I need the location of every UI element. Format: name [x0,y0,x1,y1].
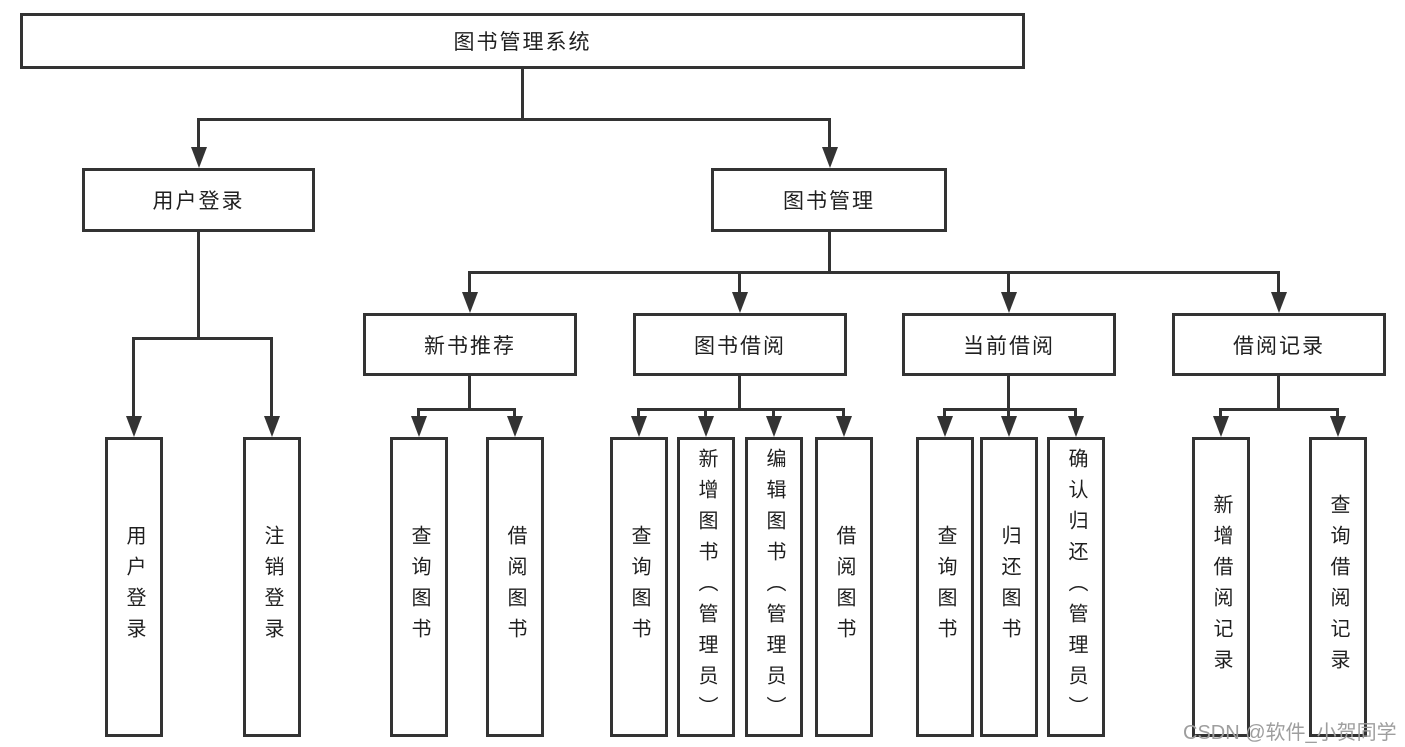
connector-line [197,118,831,121]
node-leaf-rec-query-books: 查询图书 [390,437,448,737]
node-new-book-recommendation: 新书推荐 [363,313,577,376]
node-leaf-bb-edit-books-admin: 编辑图书（管理员） [745,437,803,737]
node-label: 确认归还（管理员） [1065,447,1087,727]
connector-line [1336,408,1339,422]
connector-line [738,376,741,411]
connector-line [1007,408,1010,422]
connector-line [1074,408,1077,422]
connector-line [132,337,135,422]
node-label: 查询图书 [408,525,430,649]
node-label: 查询图书 [628,525,650,649]
connector-line [1277,376,1280,411]
connector-line [468,271,1280,274]
arrow-down-icon [1068,416,1084,437]
connector-line [1007,271,1010,301]
node-leaf-cb-return-books: 归还图书 [980,437,1038,737]
node-library-system: 图书管理系统 [20,13,1025,69]
arrow-down-icon [732,292,748,313]
connector-line [943,408,1077,411]
arrow-down-icon [822,147,838,168]
node-leaf-bb-add-books-admin: 新增图书（管理员） [677,437,735,737]
node-label: 当前借阅 [963,334,1055,358]
connector-line [417,408,516,411]
connector-line [468,376,471,411]
connector-line [828,118,831,153]
arrow-down-icon [698,416,714,437]
arrow-down-icon [1330,416,1346,437]
node-label: 新增图书（管理员） [695,447,717,727]
arrow-down-icon [1001,292,1017,313]
arrow-down-icon [766,416,782,437]
arrow-down-icon [264,416,280,437]
node-label: 借阅图书 [504,525,526,649]
arrow-down-icon [1213,416,1229,437]
node-leaf-br-query-record: 查询借阅记录 [1309,437,1367,737]
node-label: 归还图书 [998,525,1020,649]
arrow-down-icon [462,292,478,313]
node-label: 图书管理 [783,190,875,213]
connector-line [842,408,845,422]
node-label: 图书借阅 [694,334,786,358]
connector-line [197,232,200,340]
node-leaf-br-add-record: 新增借阅记录 [1192,437,1250,737]
node-label: 图书管理系统 [453,31,592,54]
connector-line [468,271,471,301]
connector-line [1277,271,1280,301]
arrow-down-icon [631,416,647,437]
csdn-watermark: CSDN @软件_小贺同学 [1183,722,1397,744]
arrow-down-icon [126,416,142,437]
node-leaf-bb-query-books: 查询图书 [610,437,668,737]
connector-line [772,408,775,422]
connector-line [513,408,516,422]
node-label: 编辑图书（管理员） [763,447,785,727]
node-label: 新书推荐 [424,334,516,358]
connector-line [704,408,707,422]
node-book-borrowing: 图书借阅 [633,313,847,376]
arrow-down-icon [836,416,852,437]
connector-line [1007,376,1010,411]
connector-line [270,337,273,422]
node-user-login: 用户登录 [82,168,315,232]
connector-line [521,69,524,118]
connector-line [637,408,845,411]
arrow-down-icon [507,416,523,437]
node-leaf-user-login: 用户登录 [105,437,163,737]
connector-line [828,232,831,274]
node-label: 注销登录 [261,525,283,649]
connector-line [637,408,640,422]
node-current-borrowing: 当前借阅 [902,313,1116,376]
arrow-down-icon [411,416,427,437]
node-label: 新增借阅记录 [1210,494,1232,680]
connector-line [1219,408,1339,411]
arrow-down-icon [191,147,207,168]
connector-line [943,408,946,422]
connector-line [197,118,200,153]
node-leaf-logout: 注销登录 [243,437,301,737]
connector-line [132,337,273,340]
node-leaf-rec-borrow-books: 借阅图书 [486,437,544,737]
node-leaf-cb-query-books: 查询图书 [916,437,974,737]
node-leaf-bb-borrow-books: 借阅图书 [815,437,873,737]
connector-line [738,271,741,301]
arrow-down-icon [1271,292,1287,313]
node-label: 借阅图书 [833,525,855,649]
node-borrowing-records: 借阅记录 [1172,313,1386,376]
node-label: 用户登录 [123,525,145,649]
arrow-down-icon [1001,416,1017,437]
node-label: 借阅记录 [1233,334,1325,358]
node-label: 用户登录 [152,190,245,213]
arrow-down-icon [937,416,953,437]
node-leaf-cb-confirm-return-admin: 确认归还（管理员） [1047,437,1105,737]
node-book-management: 图书管理 [711,168,947,232]
connector-line [1219,408,1222,422]
node-label: 查询借阅记录 [1327,494,1349,680]
connector-line [417,408,420,422]
node-label: 查询图书 [934,525,956,649]
